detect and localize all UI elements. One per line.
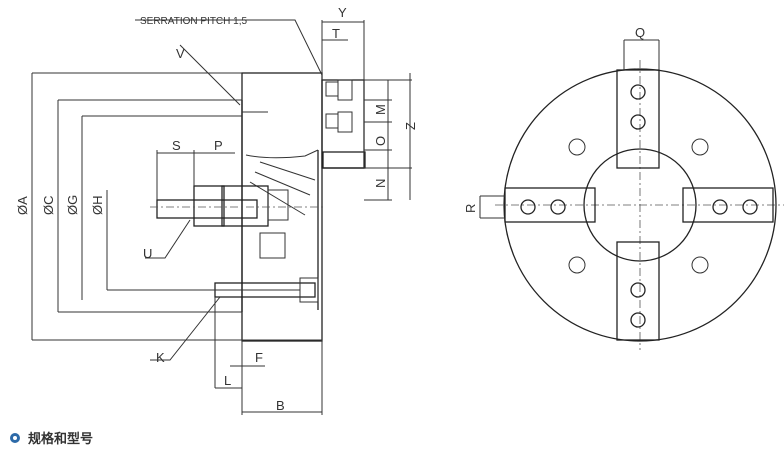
bullet-icon xyxy=(10,432,20,443)
side-view xyxy=(150,72,366,342)
svg-text:Q: Q xyxy=(635,25,645,40)
svg-text:R: R xyxy=(463,204,478,213)
svg-text:V: V xyxy=(176,46,185,61)
svg-text:P: P xyxy=(214,138,223,153)
dimension-labels: SERRATION PITCH 1,5 ØA ØC ØG ØH S P V U … xyxy=(15,5,645,413)
svg-text:ØA: ØA xyxy=(15,196,30,215)
svg-text:L: L xyxy=(224,373,231,388)
svg-text:F: F xyxy=(255,350,263,365)
svg-text:ØC: ØC xyxy=(41,196,56,216)
svg-text:K: K xyxy=(156,350,165,365)
svg-text:S: S xyxy=(172,138,181,153)
svg-text:SERRATION PITCH 1,5: SERRATION PITCH 1,5 xyxy=(140,16,247,27)
svg-text:O: O xyxy=(373,136,388,146)
svg-text:B: B xyxy=(276,398,285,413)
svg-text:M: M xyxy=(373,104,388,115)
svg-text:ØH: ØH xyxy=(90,196,105,216)
svg-text:ØG: ØG xyxy=(65,195,80,215)
dimension-lines xyxy=(31,19,412,415)
front-view xyxy=(479,39,784,350)
svg-text:U: U xyxy=(143,246,152,261)
section-caption: 规格和型号 xyxy=(10,428,93,447)
svg-text:Y: Y xyxy=(338,5,347,20)
svg-text:N: N xyxy=(373,179,388,188)
caption-text: 规格和型号 xyxy=(28,431,94,446)
svg-text:Z: Z xyxy=(403,122,418,130)
svg-text:T: T xyxy=(332,26,340,41)
